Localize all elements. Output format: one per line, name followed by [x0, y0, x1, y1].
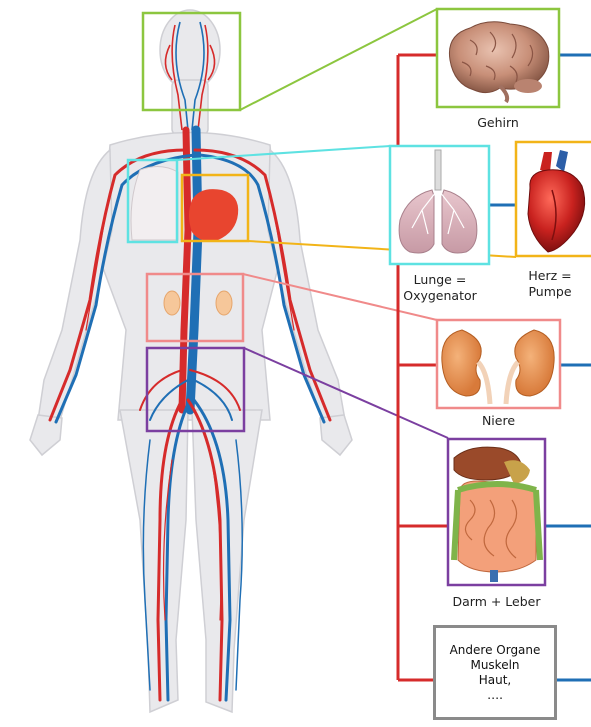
lung-label-line1: Lunge =	[376, 272, 504, 288]
lung-label-line2: Oxygenator	[376, 288, 504, 304]
other-organs-line1: Andere Organe	[436, 643, 554, 658]
other-organs-line3: Haut,	[436, 673, 554, 688]
other-organs-line4: ….	[436, 688, 554, 703]
gut-label: Darm + Leber	[430, 594, 563, 610]
brain-box	[437, 9, 559, 107]
human-body	[30, 10, 352, 712]
other-organs-line2: Muskeln	[436, 658, 554, 673]
gut-box	[448, 439, 545, 585]
other-organs-box: Andere Organe Muskeln Haut, ….	[434, 626, 556, 719]
heart-label: Herz = Pumpe	[510, 268, 590, 300]
body-lungs	[131, 166, 178, 240]
heart-box	[516, 142, 591, 256]
lung-box	[390, 146, 489, 264]
brain-label: Gehirn	[437, 115, 559, 131]
lung-label: Lunge = Oxygenator	[376, 272, 504, 304]
kidney-box	[437, 320, 560, 408]
heart-label-line2: Pumpe	[510, 284, 590, 300]
kidney-label: Niere	[437, 413, 560, 429]
intestines-liver-icon	[454, 447, 540, 582]
heart-label-line1: Herz =	[510, 268, 590, 284]
